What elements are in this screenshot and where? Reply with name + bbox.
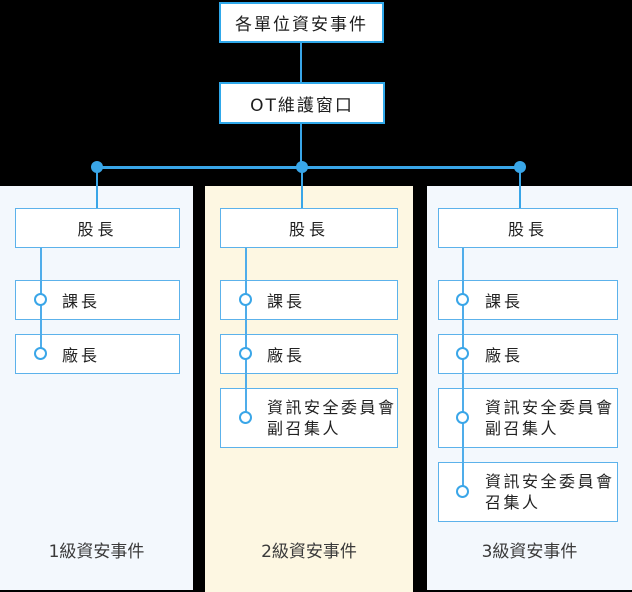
node-deputy-convener: 資訊安全委員會 副召集人 — [220, 388, 398, 448]
node-label-line2: 副召集人 — [267, 419, 342, 438]
junction-dot-left — [91, 161, 103, 173]
step-circle-icon — [34, 347, 47, 360]
node-label: 廠長 — [62, 346, 101, 365]
gateway-node: OT維護窗口 — [219, 82, 385, 124]
node-label: 課長 — [485, 292, 524, 311]
level-label: 3級資安事件 — [481, 542, 578, 562]
node-label: 廠長 — [267, 346, 306, 365]
step-circle-icon — [239, 293, 252, 306]
node-section-chief: 股長 — [438, 208, 618, 248]
node-section-chief: 股長 — [220, 208, 398, 248]
step-circle-icon — [456, 485, 469, 498]
connector-gateway-to-branch — [300, 124, 302, 166]
branch-rail — [97, 166, 520, 169]
node-label: 廠長 — [485, 346, 524, 365]
node-label: 課長 — [267, 292, 306, 311]
node-label-line2: 副召集人 — [485, 419, 560, 438]
gateway-node-label: OT維護窗口 — [250, 95, 354, 116]
escalation-line — [462, 248, 464, 492]
node-plant-manager: 廠長 — [15, 334, 180, 374]
node-label: 股長 — [507, 220, 548, 239]
node-label: 資訊安全委員會 — [485, 472, 615, 491]
level-label: 1級資安事件 — [48, 542, 145, 562]
step-circle-icon — [456, 411, 469, 424]
node-label: 股長 — [288, 220, 329, 239]
step-circle-icon — [239, 347, 252, 360]
junction-dot-right — [514, 161, 526, 173]
root-node: 各單位資安事件 — [219, 2, 384, 43]
root-node-label: 各單位資安事件 — [235, 15, 368, 35]
branch-drop-right — [519, 168, 521, 208]
step-circle-icon — [239, 411, 252, 424]
node-label-line2: 召集人 — [485, 493, 541, 512]
step-circle-icon — [34, 293, 47, 306]
node-label: 課長 — [62, 292, 101, 311]
level-label: 2級資安事件 — [261, 542, 357, 562]
connector-root-to-gateway — [300, 43, 302, 82]
junction-dot-center — [296, 161, 308, 173]
step-circle-icon — [456, 293, 469, 306]
node-label: 資訊安全委員會 — [485, 398, 615, 417]
node-section-chief: 股長 — [15, 208, 180, 248]
column-level-2: 股長 課長 廠長 資訊安全委員會 副召集人 2級資安事件 — [205, 186, 413, 592]
branch-drop-left — [96, 168, 98, 208]
escalation-line — [245, 248, 247, 418]
node-label: 股長 — [77, 220, 118, 239]
step-circle-icon — [456, 347, 469, 360]
column-level-3: 股長 課長 廠長 資訊安全委員會 副召集人 資訊安全委員會 召集人 3級資安事件 — [427, 186, 632, 590]
node-label: 資訊安全委員會 — [267, 398, 397, 417]
column-level-1: 股長 課長 廠長 1級資安事件 — [0, 186, 193, 590]
branch-drop-center — [301, 168, 303, 208]
